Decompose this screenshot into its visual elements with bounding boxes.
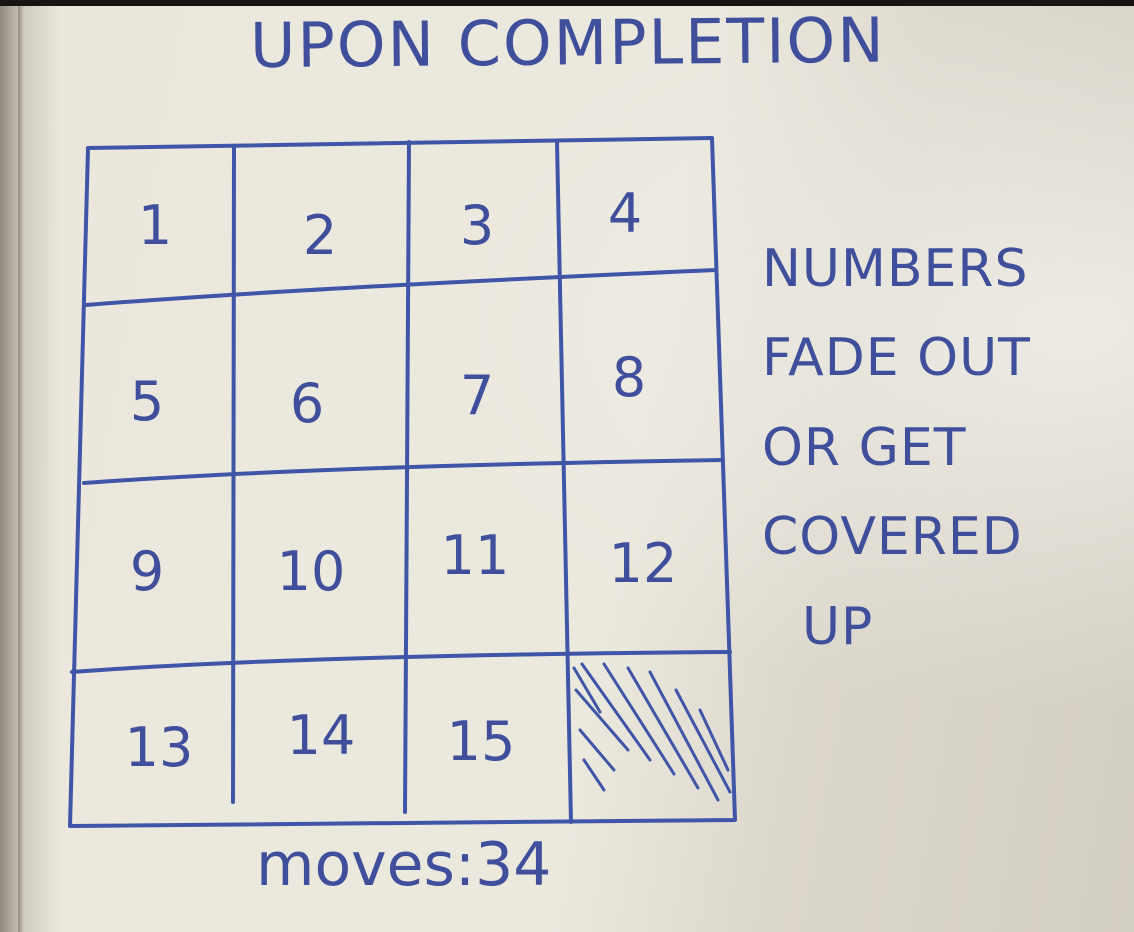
- tile-7[interactable]: 7: [459, 363, 495, 427]
- moves-value: 34: [475, 830, 552, 900]
- tile-4[interactable]: 4: [607, 181, 643, 245]
- tile-1[interactable]: 1: [137, 193, 173, 257]
- tile-3[interactable]: 3: [459, 193, 495, 257]
- tile-15[interactable]: 15: [446, 709, 516, 773]
- tile-11[interactable]: 11: [440, 523, 510, 587]
- tile-2[interactable]: 2: [302, 203, 338, 267]
- note-line-4: COVERED: [762, 507, 1023, 568]
- moves-label: moves:: [256, 830, 476, 900]
- moves-counter: moves:34: [256, 835, 551, 895]
- tile-14[interactable]: 14: [286, 703, 356, 767]
- tile-5[interactable]: 5: [129, 369, 165, 433]
- note-line-2: FADE OUT: [762, 328, 1031, 389]
- tile-9[interactable]: 9: [129, 539, 165, 603]
- tile-6[interactable]: 6: [289, 371, 325, 435]
- tile-8[interactable]: 8: [611, 345, 647, 409]
- side-note: NUMBERS FADE OUT OR GET COVERED UP: [762, 225, 1122, 672]
- page-top-edge: [0, 0, 1134, 6]
- page-binding-edge: [18, 0, 24, 932]
- note-line-5: UP: [802, 596, 874, 657]
- empty-tile-hatching: [572, 662, 732, 802]
- tile-13[interactable]: 13: [124, 715, 194, 779]
- note-line-3: OR GET: [762, 417, 967, 478]
- tile-12[interactable]: 12: [608, 531, 678, 595]
- note-line-1: NUMBERS: [762, 239, 1029, 299]
- tile-10[interactable]: 10: [276, 539, 346, 603]
